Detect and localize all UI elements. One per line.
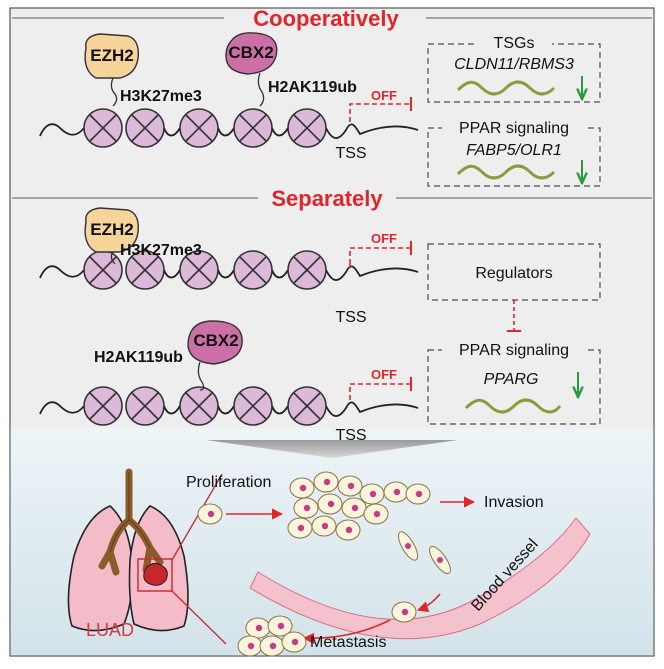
nucleosome <box>125 386 165 426</box>
ppar-genes: FABP5/OLR1 <box>466 142 562 159</box>
cbx2-protein <box>187 320 243 365</box>
gene-transcript-wave <box>456 80 556 96</box>
off-label: OFF <box>371 367 397 382</box>
transition-triangle <box>206 440 458 458</box>
nucleosome <box>287 108 327 148</box>
mark-h3k27me3: H3K27me3 <box>120 242 202 259</box>
ezh2-protein <box>84 33 139 79</box>
zoom-line <box>171 590 227 645</box>
cbx2-protein <box>225 32 278 75</box>
tether-line <box>110 251 116 265</box>
proliferation-label: Proliferation <box>186 474 271 491</box>
zoom-box <box>137 558 173 592</box>
tss-label: TSS <box>335 427 366 444</box>
ppar2-genes: PPARG <box>484 371 539 388</box>
metastasis-arrow <box>302 619 391 645</box>
dna-strand <box>39 401 419 417</box>
ezh2-protein <box>84 207 139 253</box>
invading-cells <box>397 531 451 575</box>
intravasation-arrow <box>416 593 441 613</box>
box-title-bg <box>476 32 552 54</box>
tether-line <box>110 77 118 107</box>
mark-h2ak119ub: H2AK119ub <box>94 349 183 366</box>
nucleosome <box>179 386 219 426</box>
nucleosome <box>287 386 327 426</box>
gene-transcript-wave <box>456 164 556 180</box>
nucleosome <box>83 250 123 290</box>
nucleosome <box>179 108 219 148</box>
dna-strand <box>39 265 419 281</box>
off-label: OFF <box>371 88 397 103</box>
airway-outline <box>109 472 151 553</box>
tsgs-genes: CLDN11/RBMS3 <box>454 56 574 73</box>
nucleosome <box>125 108 165 148</box>
ppar-title: PPAR signaling <box>459 120 569 137</box>
section-title-cooperatively: Cooperatively <box>253 6 399 31</box>
gene-transcript-wave <box>464 398 562 414</box>
box-title-bg <box>442 338 588 360</box>
tumor-cell <box>197 503 223 525</box>
tss-label: TSS <box>335 309 366 326</box>
tether-line <box>257 72 265 107</box>
ezh2-label: EZH2 <box>90 220 133 239</box>
ppar2-title: PPAR signaling <box>459 342 569 359</box>
nucleosome <box>233 108 273 148</box>
luad-label: LUAD <box>86 620 134 640</box>
zoom-line <box>171 473 223 561</box>
dna-strand <box>39 123 419 139</box>
mark-h2ak119ub: H2AK119ub <box>268 79 357 96</box>
nucleosome <box>287 250 327 290</box>
ezh2-label: EZH2 <box>90 46 133 65</box>
circulating-cell <box>391 601 417 623</box>
nucleosome <box>233 250 273 290</box>
metastasis-label: Metastasis <box>310 634 386 651</box>
cbx2-label: CBX2 <box>228 43 273 62</box>
tether-line <box>197 361 205 391</box>
mark-h3k27me3: H3K27me3 <box>120 88 202 105</box>
section-title-separately: Separately <box>271 186 383 211</box>
box-title-bg <box>442 116 588 138</box>
tss-label: TSS <box>335 145 366 162</box>
nucleosome <box>83 386 123 426</box>
cbx2-label: CBX2 <box>193 331 238 350</box>
repression-line <box>349 103 410 122</box>
tumor-mass <box>143 562 168 586</box>
invasion-label: Invasion <box>484 494 544 511</box>
off-label: OFF <box>371 231 397 246</box>
repression-line <box>349 383 410 400</box>
repression-line <box>349 247 410 268</box>
regulators-label: Regulators <box>475 265 552 282</box>
nucleosome <box>83 108 123 148</box>
tsgs-title: TSGs <box>494 35 535 52</box>
nucleosome <box>233 386 273 426</box>
